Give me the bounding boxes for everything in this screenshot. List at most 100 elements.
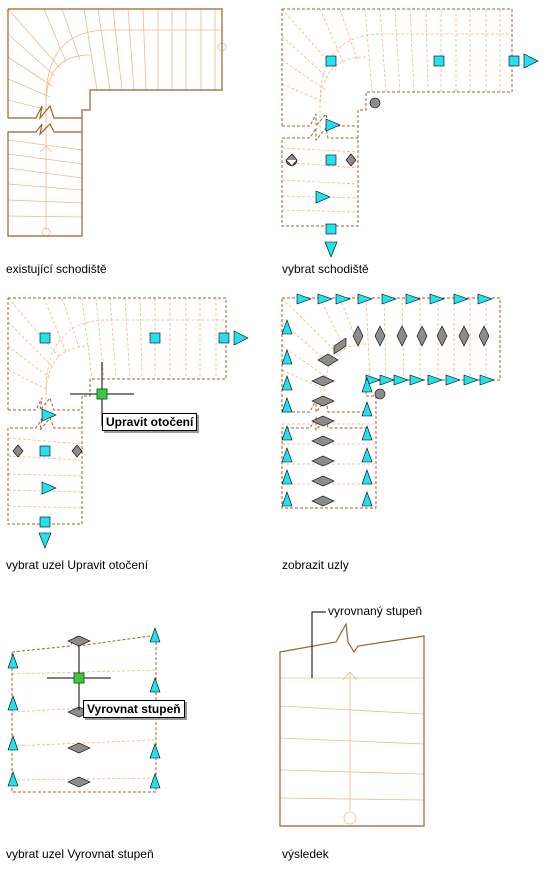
square-grip-icon (149, 332, 161, 344)
arrow-grip-icon (357, 293, 373, 305)
arrow-grip-icon (296, 293, 312, 305)
arrow-grip-icon (281, 447, 293, 463)
diamond-grip-icon (478, 325, 490, 347)
arrow-grip-icon (409, 374, 425, 386)
arrow-grip-icon (41, 408, 57, 422)
circle-grip-icon (71, 444, 83, 458)
arrow-grip-icon (233, 330, 249, 346)
arrow-grip-icon (361, 401, 373, 417)
arrow-grip-icon (325, 118, 341, 132)
arrow-grip-icon (393, 374, 409, 386)
arrow-grip-icon (41, 481, 57, 495)
panel-result (279, 611, 425, 827)
arrow-grip-icon (479, 374, 495, 386)
arrow-grip-icon (317, 293, 333, 305)
arrow-grip-icon (149, 743, 161, 759)
diamond-grip-icon (67, 635, 91, 647)
panel-level-tread (7, 627, 161, 793)
arrow-grip-icon (335, 293, 351, 305)
arrow-grip-icon (149, 677, 161, 693)
diamond-grip-icon (311, 495, 335, 507)
callout-label: vyrovnaný stupeň (328, 604, 423, 618)
diamond-grip-icon (458, 325, 470, 347)
arrow-grip-icon (523, 53, 539, 69)
panel-select-stair (281, 8, 539, 258)
stair-treads (279, 671, 425, 825)
stair-treads (7, 8, 227, 237)
square-grip-icon (325, 154, 337, 166)
square-grip-icon (39, 445, 51, 457)
diamond-grip-icon (352, 325, 364, 347)
arrow-grip-icon (361, 425, 373, 441)
arrow-grip-icon (445, 374, 461, 386)
square-grip-icon (39, 332, 51, 344)
caption-edit-turn: vybrat uzel Upravit otočení (6, 558, 149, 572)
stair-outline (279, 622, 425, 827)
arrow-grip-icon (7, 771, 19, 787)
arrow-grip-icon (281, 425, 293, 441)
diamond-grip-icon (317, 353, 339, 367)
arrow-grip-icon (477, 293, 493, 305)
arrow-grip-icon (281, 491, 293, 507)
stair-outline (281, 297, 501, 509)
grips (285, 53, 539, 258)
square-grip-icon (39, 516, 51, 528)
arrow-grip-icon (324, 241, 338, 258)
diamond-grip-icon (311, 435, 335, 447)
arrow-grip-icon (361, 447, 373, 463)
arrow-grip-icon (281, 349, 293, 365)
stair-outline (7, 297, 227, 525)
caption-select-stair: vybrat schodiště (282, 262, 369, 276)
diamond-grip-icon (311, 375, 335, 387)
callout-leader (311, 611, 326, 678)
grips (7, 627, 161, 789)
diamond-grip-icon (396, 325, 408, 347)
tooltip-level-tread: Vyrovnat stupeň (83, 700, 185, 718)
square-grip-icon (325, 55, 337, 67)
arrow-grip-icon (429, 293, 445, 305)
diamond-grip-icon (333, 337, 347, 355)
diamond-grip-icon (374, 325, 386, 347)
caption-level-tread: vybrat uzel Vyrovnat stupeň (6, 847, 154, 861)
square-grip-icon (433, 55, 445, 67)
diamond-grip-icon (436, 325, 448, 347)
panel-show-nodes (281, 293, 501, 509)
square-grip-icon (218, 332, 230, 344)
diamond-grip-icon (311, 415, 335, 427)
arrow-grip-icon (405, 293, 421, 305)
square-grip-icon (325, 223, 337, 235)
circle-grip-icon (374, 388, 386, 400)
arrow-grip-icon (149, 627, 161, 643)
caption-existing-stair: existující schodiště (6, 262, 107, 276)
arrow-grip-icon (281, 375, 293, 391)
arrow-grip-icon (361, 491, 373, 507)
caption-show-nodes: zobrazit uzly (282, 558, 349, 572)
arrow-grip-icon (281, 469, 293, 485)
diamond-grip-icon (311, 455, 335, 467)
panel-existing-stair (7, 8, 227, 237)
diamond-grip-icon (311, 475, 335, 487)
arrow-grip-icon (7, 653, 19, 669)
stair-treads (281, 8, 512, 213)
stair-treads (11, 669, 157, 781)
grips (12, 330, 249, 549)
arrow-grip-icon (315, 190, 331, 204)
arrow-grip-icon (361, 377, 373, 393)
arrow-grip-icon (427, 374, 443, 386)
arrow-grip-icon (7, 735, 19, 751)
stair-treads (7, 297, 226, 509)
panel-edit-turn (7, 297, 249, 549)
diamond-grip-icon (311, 395, 335, 407)
arrow-grip-icon (38, 532, 52, 549)
diamond-grip-icon (67, 776, 91, 788)
arrow-grip-icon (281, 397, 293, 413)
circle-grip-icon (12, 444, 24, 458)
diamond-grip-icon (67, 742, 91, 754)
arrow-grip-icon (149, 773, 161, 789)
circle-grip-icon (369, 97, 381, 109)
square-grip-icon (508, 55, 520, 67)
arrow-grip-icon (381, 293, 397, 305)
circle-grip-icon (345, 153, 357, 167)
stair-outline (7, 8, 223, 237)
